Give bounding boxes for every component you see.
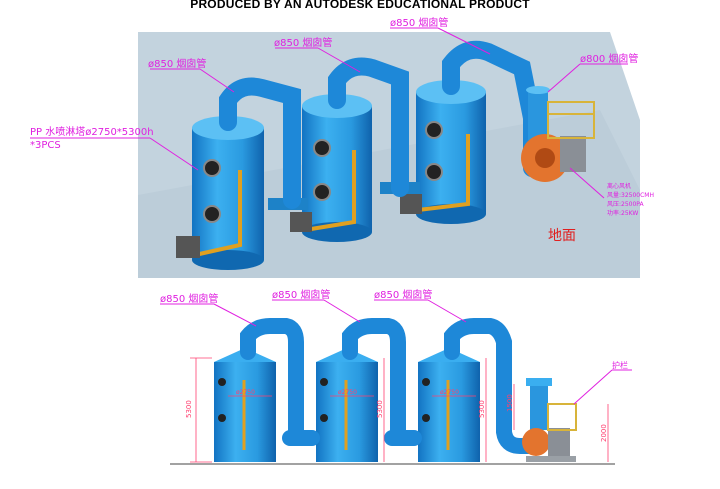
front-tower-1: [214, 348, 276, 462]
pipe-label-front-2: ø850 烟囱管: [272, 288, 330, 301]
dia-dim-tower-3: ø2750: [440, 389, 459, 396]
top-3d-view: ø850 烟囱管 ø850 烟囱管 ø850 烟囱管 ø800 烟囱管 PP 水…: [30, 16, 654, 278]
pipe-label-front-1: ø850 烟囱管: [160, 292, 218, 305]
exhaust-fan-3d: [521, 86, 595, 182]
dimension-lines: [190, 357, 609, 463]
pipe-label-top-1: ø850 烟囱管: [148, 57, 206, 70]
guardrail-label: 护栏: [612, 360, 628, 370]
pipe-label-top-4: ø800 烟囱管: [580, 52, 638, 65]
pipe-label-front-3: ø850 烟囱管: [374, 288, 432, 301]
watermark-banner: PRODUCED BY AN AUTODESK EDUCATIONAL PROD…: [190, 0, 530, 11]
fan-spec-block: 离心风机 风量:32500CMH 风压:2500PA 功率:25KW: [607, 182, 654, 217]
height-dim-tower-2: 5300: [376, 400, 384, 418]
fan-spec-line-3: 风压:2500PA: [607, 201, 645, 208]
height-dim-tower-1: 5300: [185, 400, 193, 418]
front-tower-2: [316, 348, 378, 462]
front-tower-3: [418, 348, 480, 462]
pipe-label-top-2: ø850 烟囱管: [274, 36, 332, 49]
front-ducts: [240, 318, 538, 454]
scrubber-tower-1: [176, 116, 264, 270]
dia-dim-tower-2: ø2750: [338, 389, 357, 396]
connecting-ducts-3d: [219, 40, 541, 209]
height-dim-right: 2000: [600, 424, 608, 442]
dia-dim-tower-1: ø2750: [236, 389, 255, 396]
fan-spec-line-4: 功率:25KW: [607, 209, 638, 217]
fan-spec-line-1: 离心风机: [607, 182, 631, 190]
height-dim-tower-3: 5300: [478, 400, 486, 418]
height-dim-fan: 1500: [506, 394, 514, 412]
scrubber-tower-3: [380, 80, 486, 224]
front-exhaust-fan: [522, 378, 577, 462]
tower-spec-label: PP 水喷淋塔ø2750*5300h: [30, 125, 154, 138]
leader-lines-top: [30, 27, 628, 199]
ground-label: 地面: [548, 228, 576, 244]
front-elevation-view: 5300 5300 5300 1500 2000 ø2750 ø2750 ø27…: [160, 288, 632, 465]
fan-spec-line-2: 风量:32500CMH: [607, 192, 654, 199]
tower-quantity-label: *3PCS: [30, 140, 61, 151]
leader-lines-front: [160, 299, 632, 405]
pipe-label-top-3: ø850 烟囱管: [390, 16, 448, 29]
